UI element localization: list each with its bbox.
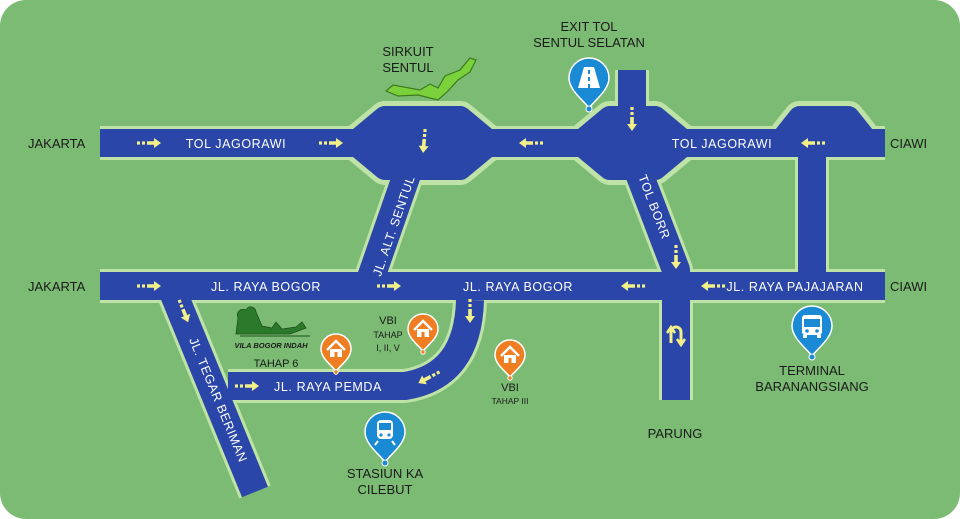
label-baranangsiang: BARANANGSIANG bbox=[755, 379, 868, 394]
road-label-raya-pemda: JL. RAYA PEMDA bbox=[274, 380, 382, 394]
label-stasiun-ka: STASIUN KA bbox=[347, 466, 424, 481]
interchange-ciawi bbox=[770, 106, 878, 151]
label-parung: PARUNG bbox=[648, 426, 703, 441]
label-sentul: SENTUL bbox=[382, 60, 433, 75]
label-sentul-selatan: SENTUL SELATAN bbox=[533, 35, 645, 50]
road-label-raya-bogor-right: JL. RAYA BOGOR bbox=[463, 280, 573, 294]
label-jakarta-mid: JAKARTA bbox=[28, 279, 86, 294]
road-alt-sentul bbox=[354, 155, 426, 291]
label-vbi-1-phases: I, II, V bbox=[376, 343, 400, 353]
label-cilebut: CILEBUT bbox=[358, 482, 413, 497]
label-vbi-1-tahap: TAHAP bbox=[373, 330, 402, 340]
pin-vbi-1[interactable] bbox=[407, 313, 439, 355]
label-terminal: TERMINAL bbox=[779, 363, 845, 378]
label-ciawi-mid: CIAWI bbox=[890, 279, 927, 294]
interchange-sentul-selatan bbox=[568, 106, 697, 180]
label-sirkuit: SIRKUIT bbox=[382, 44, 433, 59]
label-jakarta-top: JAKARTA bbox=[28, 136, 86, 151]
direction-arrows bbox=[137, 107, 825, 391]
road-label-tol-jagorawi-right: TOL JAGORAWI bbox=[672, 137, 773, 151]
pin-stasiun[interactable] bbox=[364, 411, 406, 467]
pin-vbi-3[interactable] bbox=[494, 339, 526, 381]
label-vila-tahap: TAHAP 6 bbox=[254, 358, 299, 370]
train-icon bbox=[374, 420, 396, 446]
label-exit-tol: EXIT TOL bbox=[560, 19, 617, 34]
label-vbi-3: VBI bbox=[501, 382, 519, 394]
house-icon bbox=[500, 345, 520, 363]
house-icon bbox=[326, 339, 346, 357]
vila-bogor-logo: VILA BOGOR INDAH bbox=[234, 306, 310, 350]
pin-vila-tahap-6[interactable] bbox=[320, 333, 352, 375]
vila-logo-text: VILA BOGOR INDAH bbox=[234, 341, 308, 350]
house-icon bbox=[413, 319, 433, 337]
u-turn-icon bbox=[665, 324, 687, 348]
label-vbi-1: VBI bbox=[379, 315, 397, 327]
place-labels: JAKARTA JAKARTA CIAWI CIAWI PARUNG SIRKU… bbox=[28, 19, 927, 497]
road-label-tol-jagorawi-left: TOL JAGORAWI bbox=[186, 137, 287, 151]
road-tegar-beriman bbox=[160, 286, 268, 498]
pin-exit-tol[interactable] bbox=[568, 57, 610, 113]
road-label-raya-bogor-left: JL. RAYA BOGOR bbox=[211, 280, 321, 294]
pin-terminal[interactable] bbox=[791, 305, 833, 361]
label-ciawi-top: CIAWI bbox=[890, 136, 927, 151]
bus-icon bbox=[802, 315, 822, 338]
circuit-shape bbox=[384, 57, 477, 101]
label-vbi-3-tahap: TAHAP III bbox=[491, 396, 528, 406]
highway-icon bbox=[578, 67, 600, 88]
road-label-raya-pajajaran: JL. RAYA PAJAJARAN bbox=[726, 280, 863, 294]
interchange-sentul bbox=[343, 106, 502, 180]
